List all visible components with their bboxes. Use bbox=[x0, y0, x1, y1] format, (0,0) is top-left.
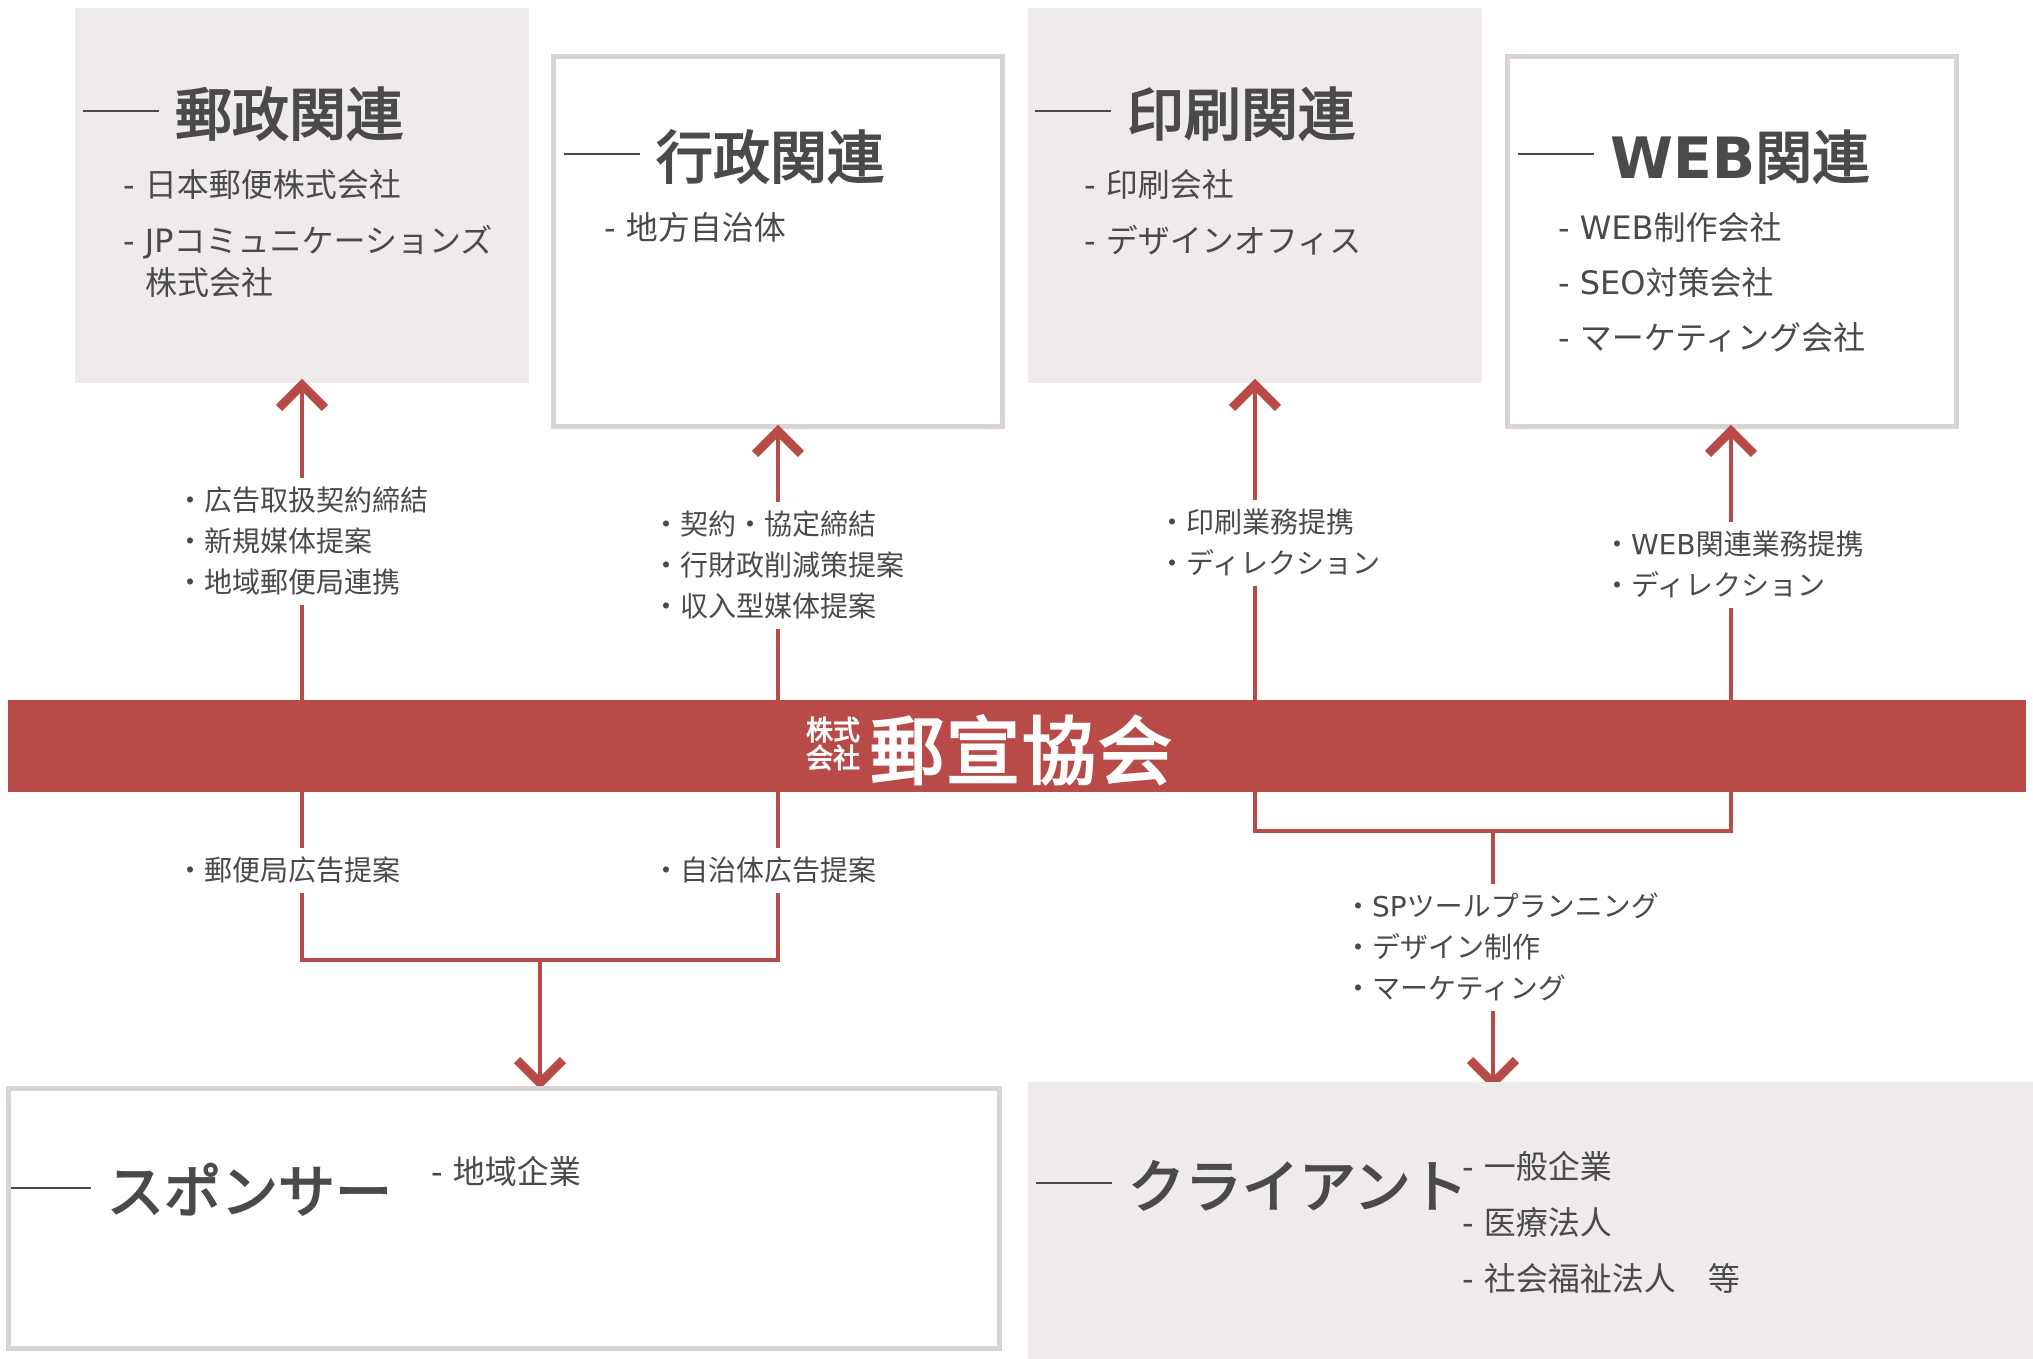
list-item: - 地域企業 bbox=[431, 1153, 581, 1191]
list-item: - 日本郵便株式会社 bbox=[123, 166, 401, 204]
gov-box: 行政関連 - 地方自治体 bbox=[551, 54, 1005, 429]
sponsor-postal-label: ・郵便局広告提案 bbox=[176, 848, 401, 893]
list-item: - マーケティング会社 bbox=[1558, 319, 1866, 357]
list-item: 株式会社 bbox=[145, 264, 274, 302]
title-dash bbox=[11, 1187, 91, 1189]
web-connector-label: ・WEB関連業務提携 ・ディレクション bbox=[1603, 522, 1864, 608]
client-connector-label: ・SPツールプランニング ・デザイン制作 ・マーケティング bbox=[1344, 884, 1659, 1011]
print-box-title: 印刷関連 bbox=[1035, 70, 1355, 152]
down-arrow-icon bbox=[513, 1056, 567, 1090]
sponsor-box-title: スポンサー bbox=[11, 1147, 392, 1229]
list-item: - SEO対策会社 bbox=[1558, 264, 1774, 302]
up-arrow-icon bbox=[751, 424, 805, 458]
client-box-title: クライアント bbox=[1036, 1142, 1468, 1224]
list-item: - 社会福祉法人 等 bbox=[1462, 1260, 1740, 1298]
list-item: - JPコミュニケーションズ bbox=[123, 222, 493, 260]
gov-items: - 地方自治体 bbox=[604, 207, 786, 249]
up-arrow-icon bbox=[275, 378, 329, 412]
web-box-title: WEB関連 bbox=[1518, 113, 1869, 195]
sponsor-gov-label: ・自治体広告提案 bbox=[652, 848, 877, 893]
postal-box-title: 郵政関連 bbox=[83, 70, 403, 152]
print-box: 印刷関連 - 印刷会社 - デザインオフィス bbox=[1028, 8, 1482, 383]
postal-box: 郵政関連 - 日本郵便株式会社 - JPコミュニケーションズ 株式会社 bbox=[75, 8, 529, 383]
web-box: WEB関連 - WEB制作会社 - SEO対策会社 - マーケティング会社 bbox=[1505, 54, 1959, 429]
logo-name: 郵宣協会 bbox=[870, 709, 1174, 796]
company-logo: 株式 会社 郵宣協会 bbox=[806, 700, 1174, 796]
title-dash bbox=[83, 110, 159, 112]
up-arrow-icon bbox=[1704, 424, 1758, 458]
list-item: - 印刷会社 bbox=[1084, 166, 1234, 204]
gov-connector-label: ・契約・協定締結 ・行財政削減策提案 ・収入型媒体提案 bbox=[652, 502, 905, 629]
list-item: - WEB制作会社 bbox=[1558, 209, 1782, 247]
center-banner bbox=[8, 700, 2026, 792]
sponsor-items: - 地域企業 bbox=[431, 1151, 581, 1193]
gov-box-title: 行政関連 bbox=[564, 113, 884, 195]
client-items: - 一般企業 - 医療法人 - 社会福祉法人 等 bbox=[1462, 1146, 1740, 1300]
postal-connector-label: ・広告取扱契約締結 ・新規媒体提案 ・地域郵便局連携 bbox=[176, 478, 429, 605]
logo-prefix: 株式 会社 bbox=[806, 716, 860, 775]
list-item: - デザインオフィス bbox=[1084, 222, 1362, 260]
list-item: - 地方自治体 bbox=[604, 209, 786, 247]
list-item: - 医療法人 bbox=[1462, 1204, 1612, 1242]
print-connector-label: ・印刷業務提携 ・ディレクション bbox=[1158, 500, 1381, 586]
postal-items: - 日本郵便株式会社 - JPコミュニケーションズ 株式会社 bbox=[123, 164, 492, 304]
print-items: - 印刷会社 - デザインオフィス bbox=[1084, 164, 1361, 262]
title-dash bbox=[1035, 110, 1111, 112]
client-bracket bbox=[1253, 792, 1733, 833]
client-box: クライアント - 一般企業 - 医療法人 - 社会福祉法人 等 bbox=[1028, 1082, 2033, 1359]
sponsor-box: スポンサー - 地域企業 bbox=[6, 1086, 1002, 1351]
up-arrow-icon bbox=[1228, 378, 1282, 412]
web-items: - WEB制作会社 - SEO対策会社 - マーケティング会社 bbox=[1558, 207, 1865, 359]
title-dash bbox=[564, 153, 640, 155]
list-item: - 一般企業 bbox=[1462, 1148, 1612, 1186]
title-dash bbox=[1518, 153, 1594, 155]
title-dash bbox=[1036, 1182, 1112, 1184]
